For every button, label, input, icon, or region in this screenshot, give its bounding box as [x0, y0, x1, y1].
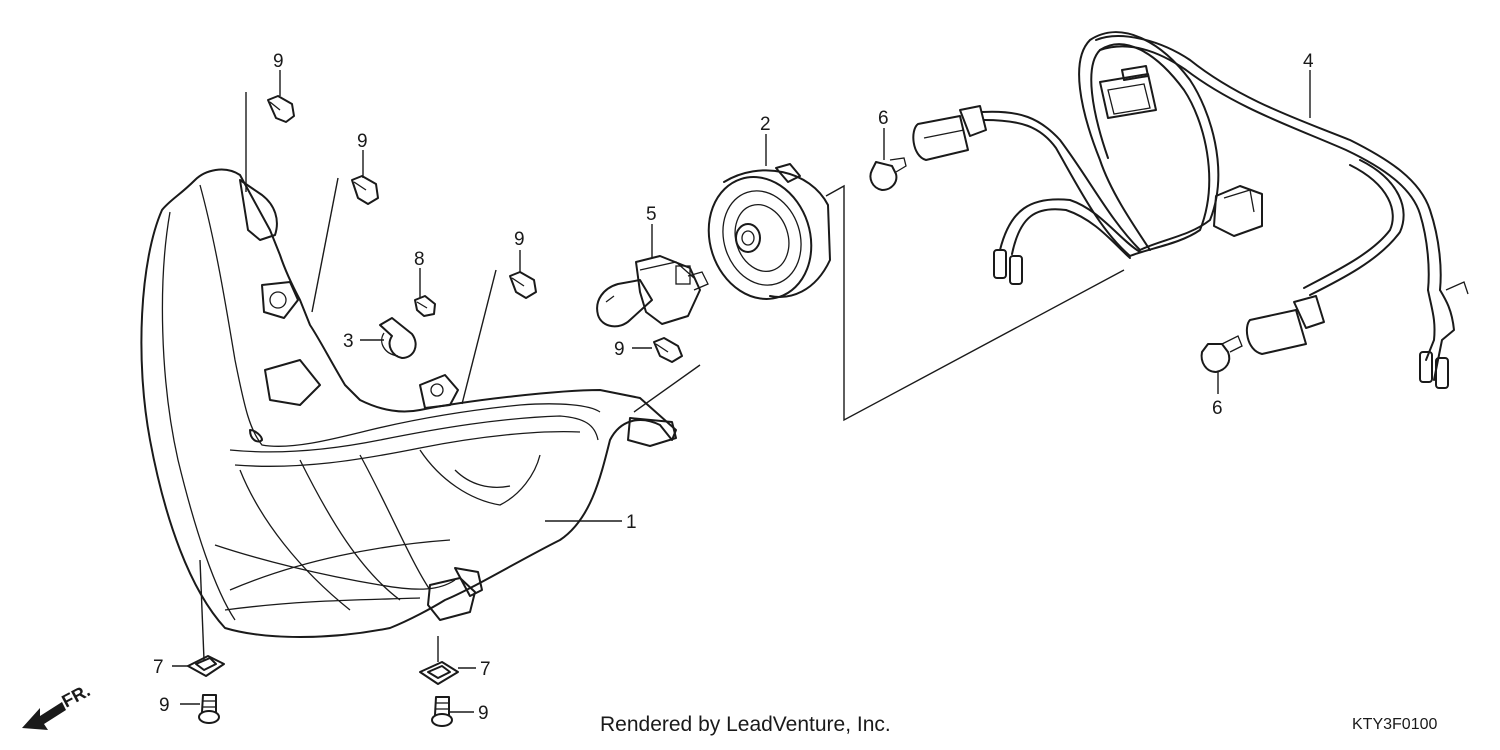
headlight-bulb	[596, 255, 709, 328]
front-direction-indicator: FR.	[22, 680, 93, 730]
screw-mid	[509, 271, 537, 299]
callout-9-upper: 9	[357, 131, 368, 152]
callout-3: 3	[343, 331, 354, 352]
screw-bottom-right	[431, 696, 453, 727]
callout-9-mid: 9	[514, 229, 525, 250]
callout-5: 5	[646, 204, 657, 225]
callout-9-bottom-right: 9	[478, 703, 489, 724]
screw-top	[267, 95, 295, 123]
position-bulb-bottom	[1200, 335, 1243, 373]
diagram-code: KTY3F0100	[1352, 716, 1438, 733]
callout-4: 4	[1303, 51, 1314, 72]
callout-6-bottom: 6	[1212, 398, 1223, 419]
callout-9-bulb: 9	[614, 339, 625, 360]
screw-small-8	[414, 295, 436, 317]
cable-clamp	[379, 317, 417, 359]
leader-lines	[172, 70, 1311, 713]
clip-nut-left	[187, 655, 225, 677]
front-arrow-icon	[22, 702, 66, 730]
callout-1: 1	[626, 512, 637, 533]
render-credit: Rendered by LeadVenture, Inc.	[600, 713, 891, 736]
callout-7-right: 7	[480, 659, 491, 680]
wire-harness	[912, 31, 1469, 389]
screw-bottom-left	[198, 694, 220, 724]
callout-9-bottom-left: 9	[159, 695, 170, 716]
headlight-assembly	[140, 168, 677, 638]
dust-cover	[707, 163, 831, 300]
callout-9-top: 9	[273, 51, 284, 72]
callout-6-top: 6	[878, 108, 889, 129]
position-bulb-top	[869, 157, 907, 191]
screw-bulb	[653, 337, 683, 363]
callout-2: 2	[760, 114, 771, 135]
screw-upper	[351, 175, 379, 205]
callout-8: 8	[414, 249, 425, 270]
callout-7-left: 7	[153, 657, 164, 678]
clip-nut-right	[419, 661, 459, 685]
